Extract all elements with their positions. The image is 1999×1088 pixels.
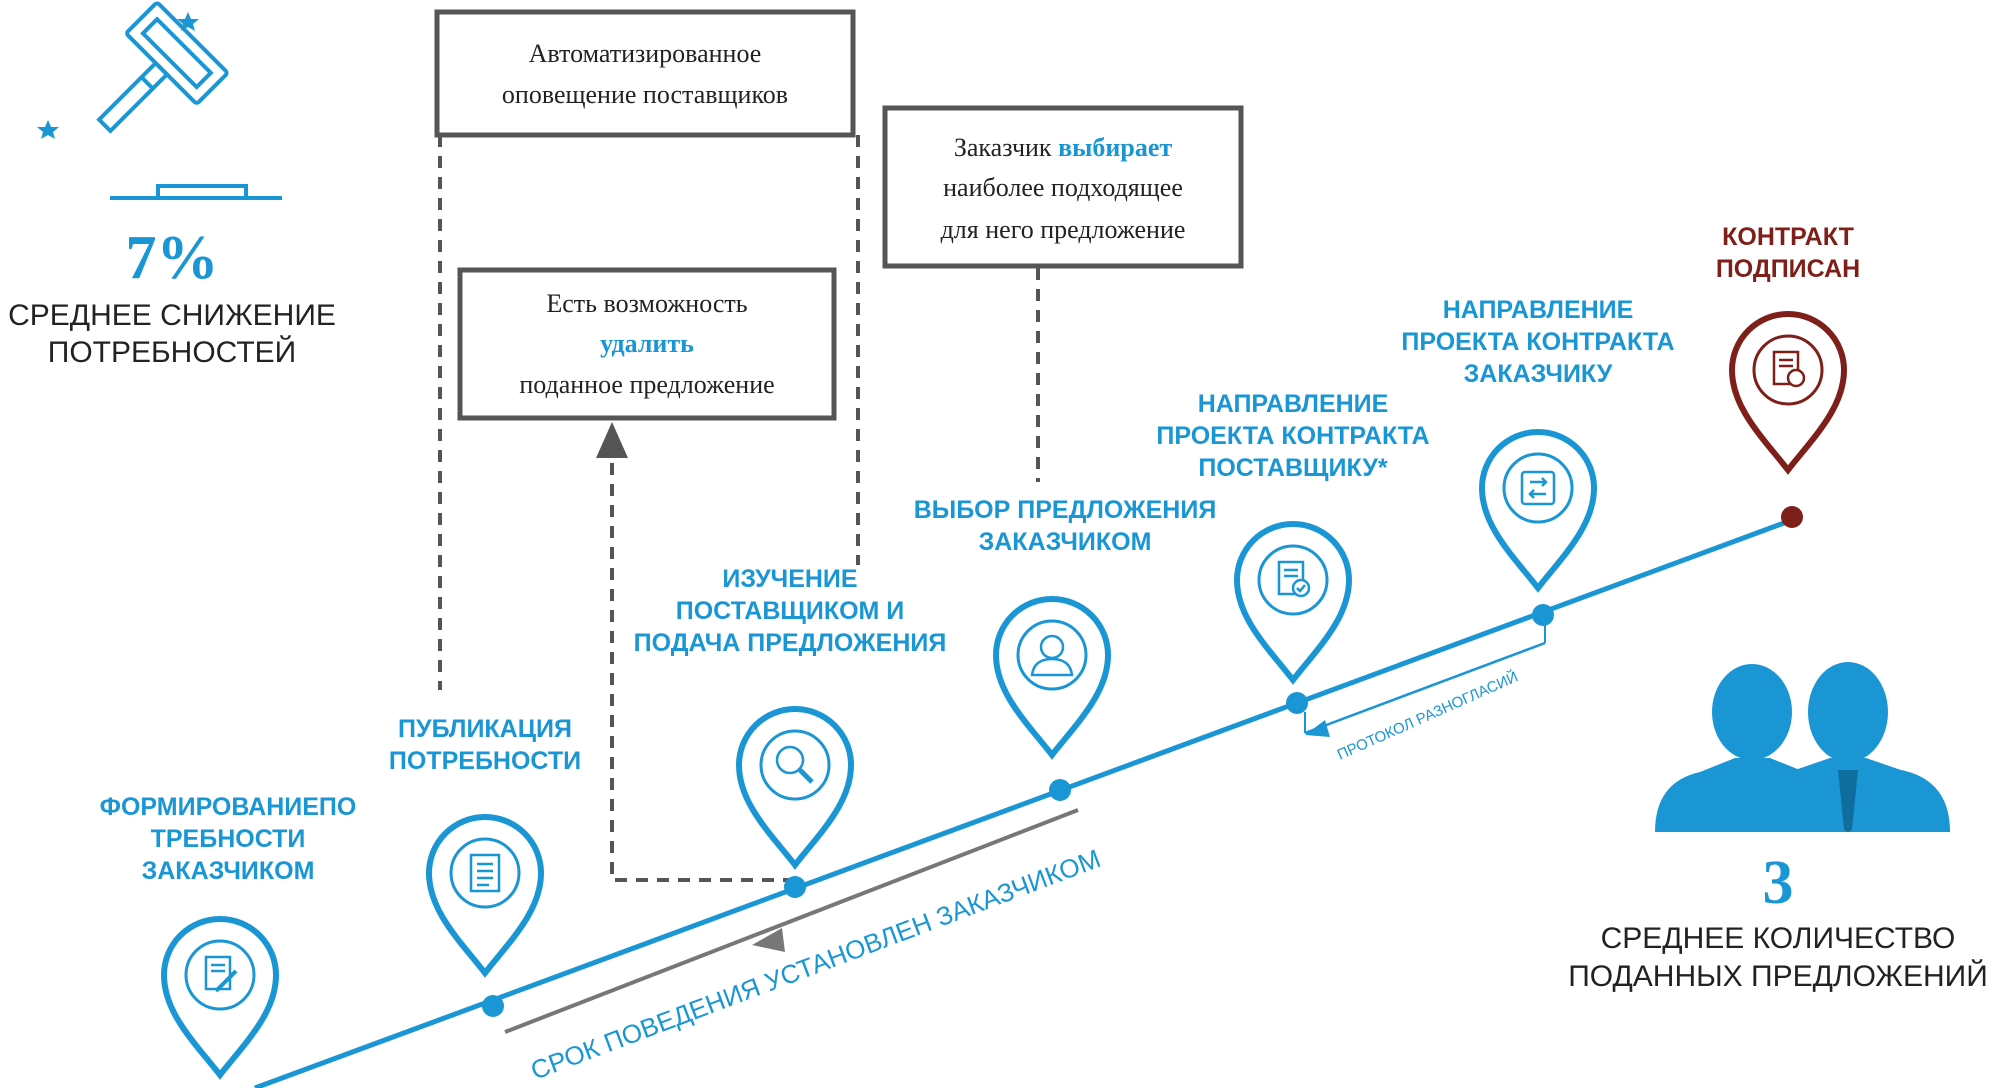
- choose-box-line2: наиболее подходящее: [943, 173, 1183, 202]
- stage-title-line: ЗАКАЗЧИКУ: [1464, 360, 1613, 388]
- delete-box: Есть возможность удалить поданное предло…: [457, 267, 837, 421]
- choose-box-line3: для него предложение: [941, 215, 1186, 244]
- stage-7: КОНТРАКТ ПОДПИСАН: [1716, 223, 1860, 528]
- stage-title-line: ПРОЕКТА КОНТРАКТА: [1401, 328, 1674, 356]
- stage-6: НАПРАВЛЕНИЕ ПРОЕКТА КОНТРАКТА ЗАКАЗЧИКУ: [1401, 296, 1675, 626]
- stage-title-line: ТРЕБНОСТИ: [151, 825, 306, 853]
- stage-title-line: ПОСТАВЩИКУ*: [1198, 454, 1388, 482]
- timeline-dot: [1781, 506, 1803, 528]
- dashed-connectors: [438, 135, 1040, 882]
- pin-inner-ring: [184, 939, 256, 1011]
- delete-box-line3: поданное предложение: [519, 370, 774, 399]
- stage-title-line: ПОТРЕБНОСТИ: [389, 747, 581, 775]
- timeline-dot: [482, 995, 504, 1017]
- protocol-line: [1304, 641, 1546, 735]
- stage-4: ВЫБОР ПРЕДЛОЖЕНИЯ ЗАКАЗЧИКОМ: [914, 496, 1217, 801]
- timeline-dot: [784, 876, 806, 898]
- people-icon: [1655, 662, 1950, 832]
- arrow-up-icon: [596, 422, 628, 458]
- stage-title-line: НАПРАВЛЕНИЕ: [1198, 390, 1389, 418]
- document-pen-icon: [204, 955, 238, 993]
- stage-title-line: ПОДПИСАН: [1716, 255, 1860, 283]
- stage-title-line: ИЗУЧЕНИЕ: [722, 565, 857, 593]
- delete-box-line1: Есть возможность: [546, 289, 747, 318]
- exchange-icon: [1520, 470, 1556, 506]
- pin-inner-ring: [1257, 544, 1329, 616]
- stage-title-line: ВЫБОР ПРЕДЛОЖЕНИЯ: [914, 496, 1217, 524]
- offers-label-line2: ПОДАННЫХ ПРЕДЛОЖЕНИЙ: [1568, 959, 1988, 993]
- document-check-icon: [1277, 560, 1311, 598]
- pin-inner-ring: [449, 837, 521, 909]
- pin-inner-ring: [1016, 619, 1088, 691]
- stage-title-line: ПОСТАВЩИКОМ И: [676, 597, 905, 625]
- stage-1: ФОРМИРОВАНИЕПО ТРЕБНОСТИ ЗАКАЗЧИКОМ: [100, 793, 357, 1080]
- user-icon: [1030, 634, 1074, 677]
- choose-box-line1: Заказчик выбирает: [954, 133, 1173, 162]
- star-icon: [37, 12, 199, 139]
- offers-label-line1: СРЕДНЕЕ КОЛИЧЕСТВО: [1601, 922, 1956, 955]
- deadline-bar: [504, 808, 1079, 1034]
- reduction-label-line1: СРЕДНЕЕ СНИЖЕНИЕ: [8, 299, 336, 332]
- deadline-arrow-icon: [752, 928, 785, 952]
- choose-box: Заказчик выбирает наиболее подходящее дл…: [882, 105, 1244, 269]
- magnifier-icon: [775, 745, 814, 784]
- stage-2: ПУБЛИКАЦИЯ ПОТРЕБНОСТИ: [389, 715, 581, 1017]
- notify-box-line1: Автоматизированное: [529, 39, 762, 68]
- stage-title-line: НАПРАВЛЕНИЕ: [1443, 296, 1634, 324]
- stage-title-line: ПУБЛИКАЦИЯ: [398, 715, 572, 743]
- timeline-dot: [1286, 692, 1308, 714]
- reduction-label-line2: ПОТРЕБНОСТЕЙ: [48, 335, 297, 369]
- notify-box: Автоматизированное оповещение поставщико…: [434, 9, 856, 138]
- stage-title-line: ФОРМИРОВАНИЕПО: [100, 793, 357, 821]
- timeline-dot: [1532, 604, 1554, 626]
- notify-box-line2: оповещение поставщиков: [502, 80, 788, 109]
- protocol-arrow-icon: [1305, 720, 1330, 737]
- stage-3: ИЗУЧЕНИЕ ПОСТАВЩИКОМ И ПОДАЧА ПРЕДЛОЖЕНИЯ: [634, 565, 947, 898]
- delete-box-line2: удалить: [600, 329, 694, 358]
- pin-inner-ring: [759, 729, 831, 801]
- pin-inner-ring: [1752, 334, 1824, 406]
- reduction-value: 7%: [126, 224, 219, 292]
- stage-title-line: ЗАКАЗЧИКОМ: [142, 857, 315, 885]
- offers-value: 3: [1763, 849, 1794, 917]
- protocol-label: ПРОТОКОЛ РАЗНОГЛАСИЙ: [1334, 668, 1520, 764]
- document-icon: [469, 853, 501, 893]
- pin-inner-ring: [1502, 452, 1574, 524]
- stage-title-line: ЗАКАЗЧИКОМ: [979, 528, 1152, 556]
- stage-title-line: ПОДАЧА ПРЕДЛОЖЕНИЯ: [634, 629, 947, 657]
- stage-5: НАПРАВЛЕНИЕ ПРОЕКТА КОНТРАКТА ПОСТАВЩИКУ*: [1156, 390, 1430, 714]
- stage-title-line: ПРОЕКТА КОНТРАКТА: [1156, 422, 1429, 450]
- gavel-icon: [96, 1, 282, 200]
- timeline-dot: [1049, 779, 1071, 801]
- stage-title-line: КОНТРАКТ: [1722, 223, 1854, 251]
- contract-seal-icon: [1772, 350, 1806, 388]
